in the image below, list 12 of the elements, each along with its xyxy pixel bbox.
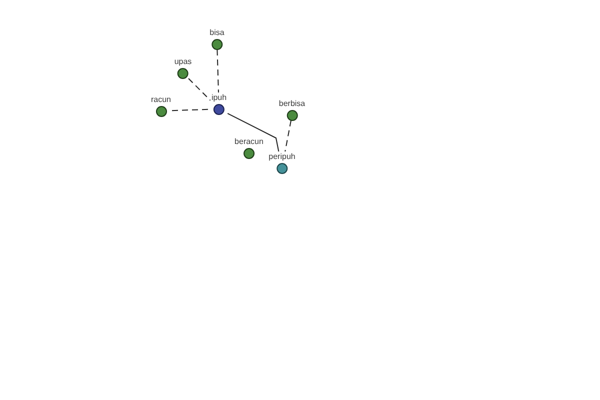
node-label: beracun bbox=[234, 136, 264, 146]
node-label: berbisa bbox=[278, 98, 306, 108]
dashed-connector bbox=[216, 49, 219, 93]
dashed-connector bbox=[172, 108, 211, 112]
dashed-connector bbox=[284, 120, 292, 152]
dashed-connector bbox=[188, 78, 211, 101]
node-label: upas bbox=[173, 56, 193, 66]
node-label: ipuh bbox=[210, 92, 228, 102]
node-label: bisa bbox=[208, 28, 226, 36]
node-label: peripuh bbox=[268, 152, 296, 160]
node-label: racun bbox=[150, 94, 172, 104]
connector-line bbox=[227, 112, 280, 152]
